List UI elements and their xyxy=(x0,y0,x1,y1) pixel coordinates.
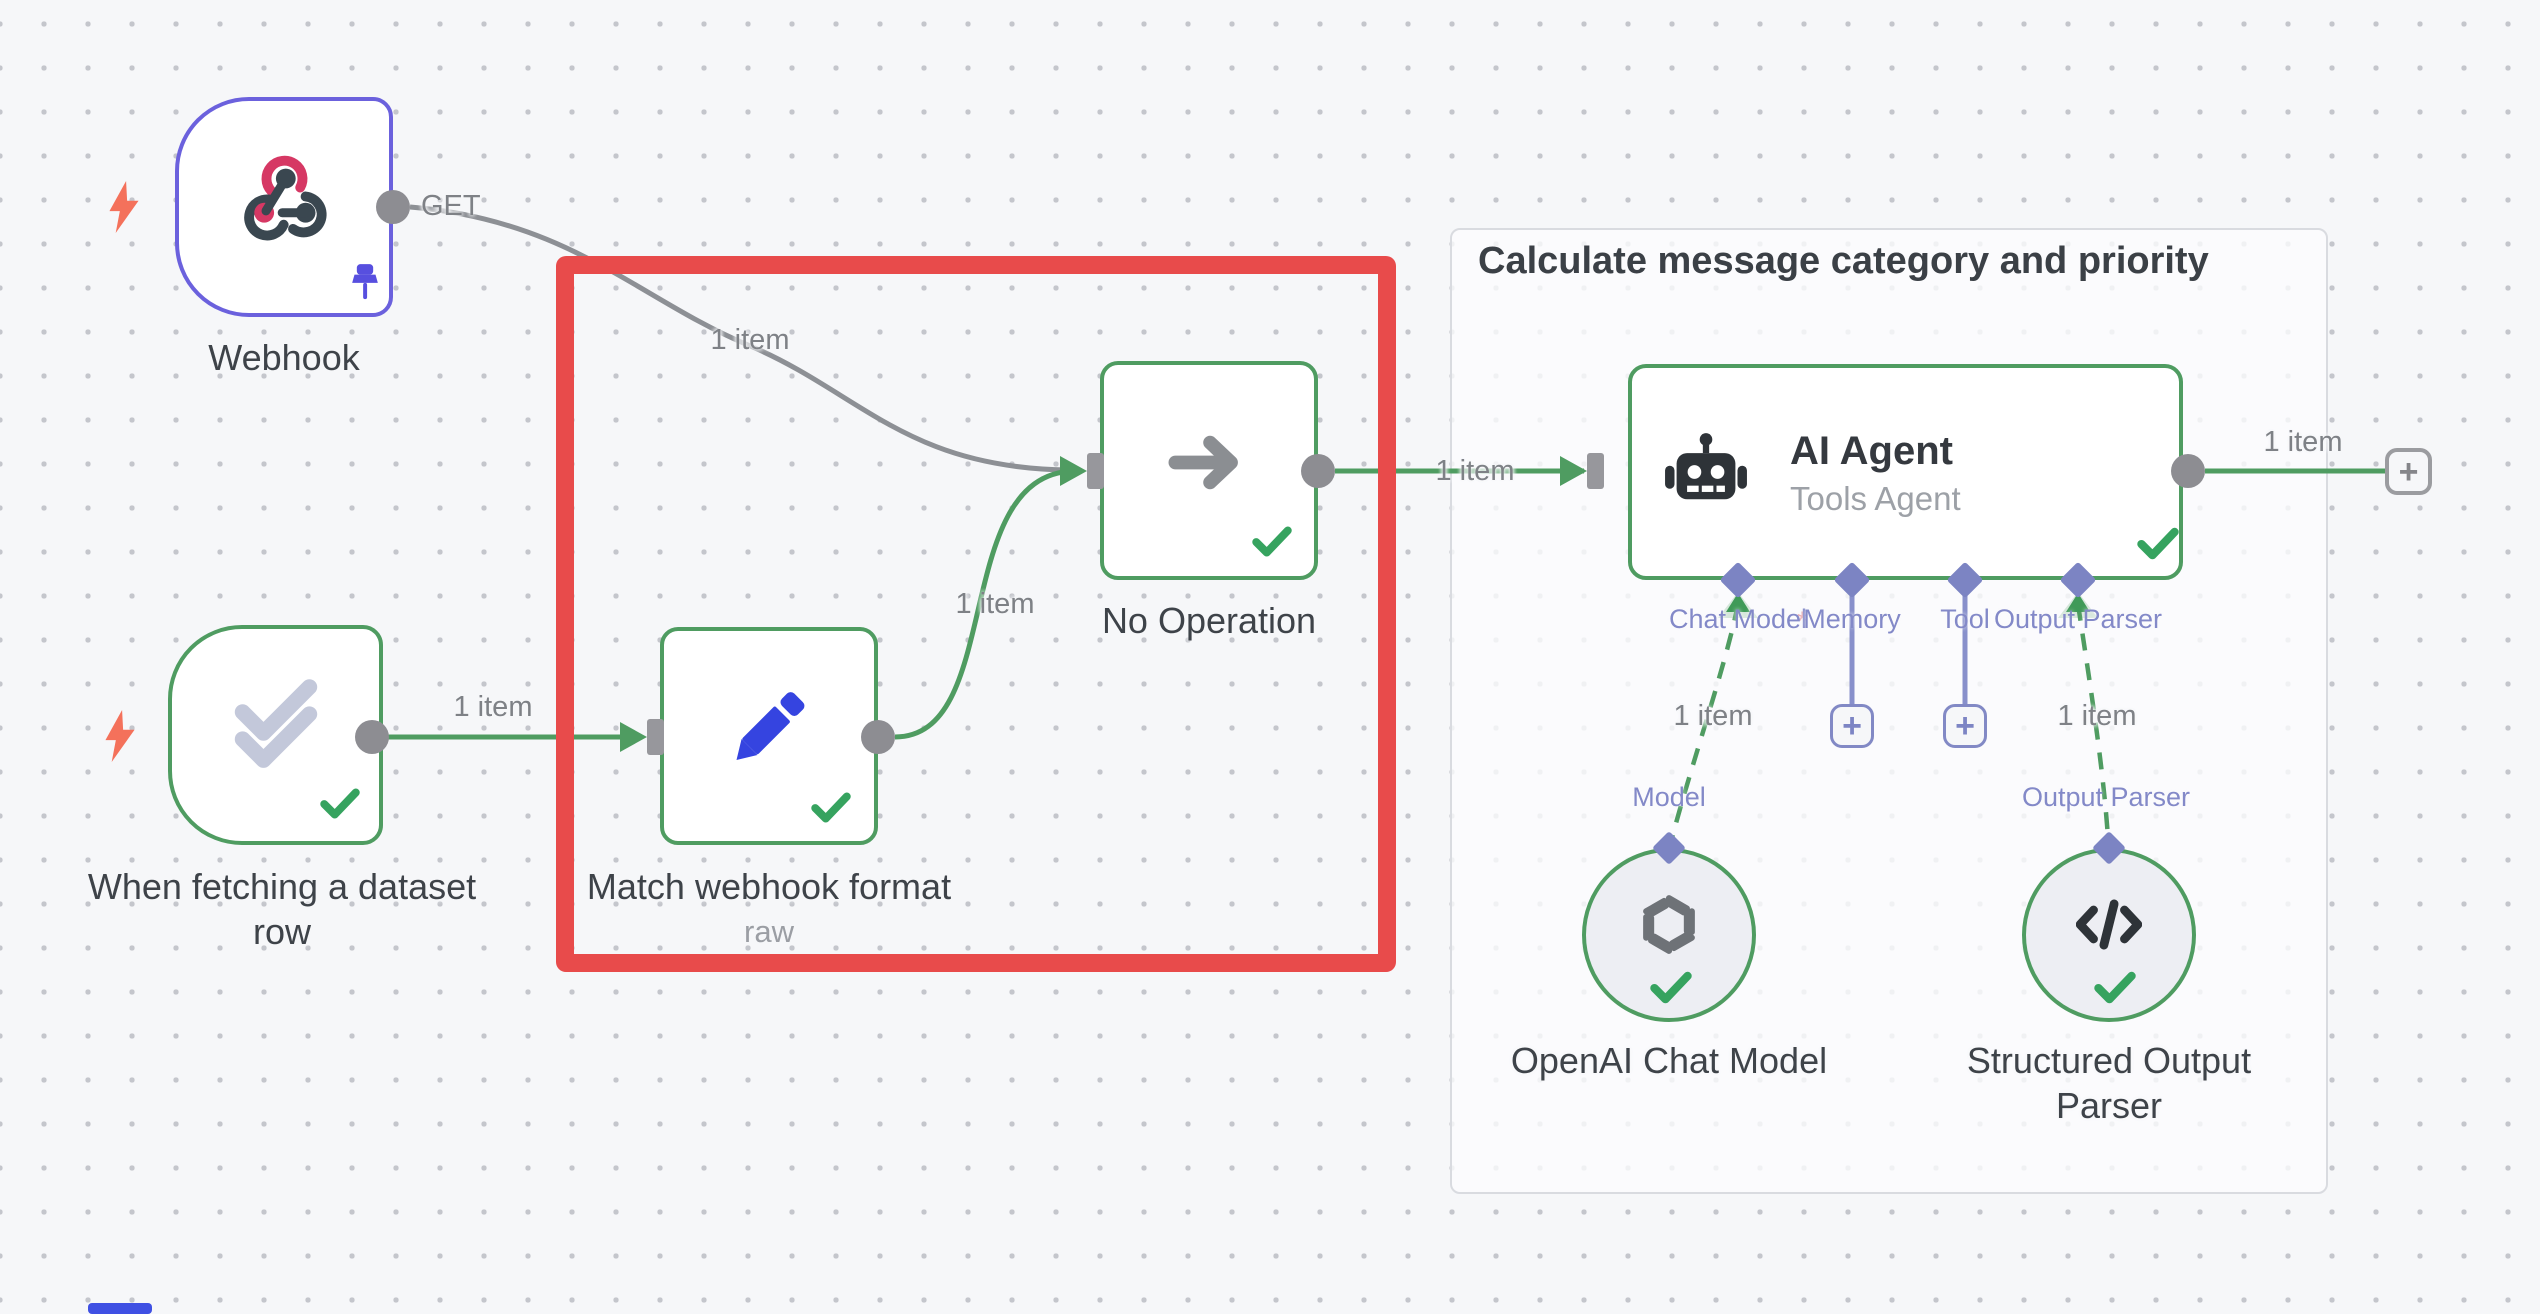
noop-input-port[interactable] xyxy=(1087,453,1104,489)
double-check-icon xyxy=(232,675,320,776)
code-icon xyxy=(2075,895,2143,960)
openai-icon xyxy=(1637,893,1701,962)
robot-icon xyxy=(1664,430,1748,519)
wire-label-dataset-match: 1 item xyxy=(453,691,533,723)
check-icon xyxy=(1252,525,1292,562)
wire-label-agent-model: 1 item xyxy=(1673,700,1753,732)
node-sublabel-match-format: raw xyxy=(744,914,794,949)
model-port-label: Model xyxy=(1632,782,1706,812)
agent-subtitle: Tools Agent xyxy=(1790,480,1961,517)
check-icon xyxy=(320,787,360,824)
group-frame-title: Calculate message category and priority xyxy=(1478,240,2209,282)
agent-output-port[interactable] xyxy=(2171,454,2205,488)
node-match-format[interactable] xyxy=(660,627,878,845)
annotation-red-rectangle xyxy=(556,256,1396,972)
arrow-right-icon xyxy=(1168,430,1250,499)
node-label-output-parser: Structured Output Parser xyxy=(1966,1040,2252,1126)
node-label-match-format: Match webhook format xyxy=(586,866,952,907)
node-label-dataset-trigger: When fetching a dataset row xyxy=(87,866,477,952)
node-label-openai: OpenAI Chat Model xyxy=(1510,1040,1828,1081)
webhook-output-port[interactable] xyxy=(376,190,410,224)
match-output-port[interactable] xyxy=(861,720,895,754)
outputparser-port-label: Output Parser xyxy=(2021,782,2191,812)
node-openai-model[interactable] xyxy=(1582,848,1756,1022)
node-webhook[interactable] xyxy=(175,97,393,317)
check-icon xyxy=(2094,970,2136,1009)
noop-output-port[interactable] xyxy=(1301,454,1335,488)
webhook-icon xyxy=(238,152,330,247)
check-icon xyxy=(2137,526,2179,565)
node-label-no-operation: No Operation xyxy=(1101,600,1317,641)
trigger-bolt-icon xyxy=(109,181,139,233)
pin-icon xyxy=(351,264,379,309)
agent-text-block: AI Agent Tools Agent xyxy=(1790,428,1961,518)
node-dataset-trigger[interactable] xyxy=(168,625,383,845)
memory-required-marker: * xyxy=(1797,606,1808,636)
match-input-port[interactable] xyxy=(647,719,664,755)
wire-label-noop-agent: 1 item xyxy=(1435,455,1515,487)
trigger-bolt-icon xyxy=(105,710,135,762)
partial-node-edge xyxy=(88,1303,152,1314)
check-icon xyxy=(1650,970,1692,1009)
node-label-webhook: Webhook xyxy=(208,337,360,378)
wire-label-get: GET xyxy=(421,190,481,222)
node-output-parser[interactable] xyxy=(2022,848,2196,1022)
dataset-output-port[interactable] xyxy=(355,720,389,754)
add-memory-button[interactable]: + xyxy=(1830,704,1874,748)
check-icon xyxy=(811,791,851,828)
add-node-button[interactable]: + xyxy=(2385,448,2432,495)
agent-input-port[interactable] xyxy=(1587,453,1604,489)
add-tool-button[interactable]: + xyxy=(1943,704,1987,748)
agent-outputparser-label: Output Parser xyxy=(1993,604,2163,634)
pencil-icon xyxy=(721,680,817,781)
agent-title: AI Agent xyxy=(1790,429,1953,473)
node-ai-agent[interactable]: AI Agent Tools Agent xyxy=(1628,364,2183,580)
wire-label-agent-parser: 1 item xyxy=(2057,700,2137,732)
wire-label-agent-out: 1 item xyxy=(2263,426,2343,458)
